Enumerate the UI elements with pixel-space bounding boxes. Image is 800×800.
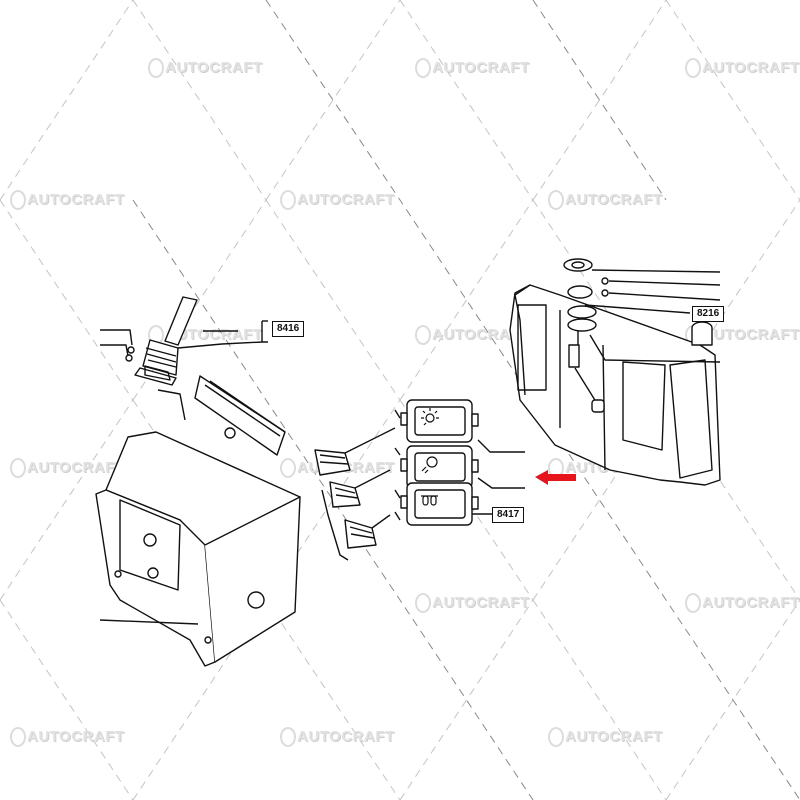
- rocker-switches-illustration: [314, 427, 396, 561]
- fog-light-icon: [421, 495, 438, 506]
- interior-light-icon: [421, 408, 439, 426]
- headlight-icon: [421, 456, 438, 474]
- watermark-text: AUTOCRAFT: [10, 458, 125, 478]
- switch-panels-illustration: [394, 399, 525, 526]
- watermark-text: AUTOCRAFT: [10, 727, 125, 747]
- watermark-text: AUTOCRAFT: [415, 325, 530, 345]
- watermark-text: AUTOCRAFT: [415, 593, 530, 613]
- ref-label-8416[interactable]: 8416: [272, 321, 305, 337]
- gate-plate-illustration: [157, 375, 286, 456]
- watermark-logo-icon: [10, 458, 26, 478]
- watermark-logo-icon: [685, 593, 701, 613]
- gear-lever-illustration: [100, 296, 268, 386]
- watermark-text: AUTOCRAFT: [10, 190, 125, 210]
- watermark-logo-icon: [415, 58, 431, 78]
- watermark-logo-icon: [10, 190, 26, 210]
- watermark-logo-icon: [548, 727, 564, 747]
- watermark-text: AUTOCRAFT: [148, 58, 263, 78]
- red-arrow-icon: [535, 470, 576, 485]
- watermark-logo-icon: [280, 458, 296, 478]
- watermark-logo-icon: [10, 727, 26, 747]
- watermark-text: AUTOCRAFT: [280, 727, 395, 747]
- fuel-tank-illustration: [509, 258, 721, 486]
- watermark-logo-icon: [280, 727, 296, 747]
- watermark-text: AUTOCRAFT: [685, 593, 800, 613]
- watermark-text: AUTOCRAFT: [685, 58, 800, 78]
- watermark-text: AUTOCRAFT: [548, 190, 663, 210]
- ref-label-8417[interactable]: 8417: [492, 507, 525, 523]
- switch-symbols: [421, 408, 439, 506]
- watermark-text: AUTOCRAFT: [415, 58, 530, 78]
- console-housing-illustration: [95, 431, 301, 667]
- watermark-logo-icon: [148, 58, 164, 78]
- ref-label-8216[interactable]: 8216: [692, 306, 725, 322]
- watermark-logo-icon: [415, 593, 431, 613]
- watermark-logo-icon: [548, 190, 564, 210]
- watermark-logo-icon: [280, 190, 296, 210]
- watermark-logo-icon: [685, 58, 701, 78]
- watermark-text: AUTOCRAFT: [548, 727, 663, 747]
- watermark-logo-icon: [415, 325, 431, 345]
- watermark-text: AUTOCRAFT: [280, 190, 395, 210]
